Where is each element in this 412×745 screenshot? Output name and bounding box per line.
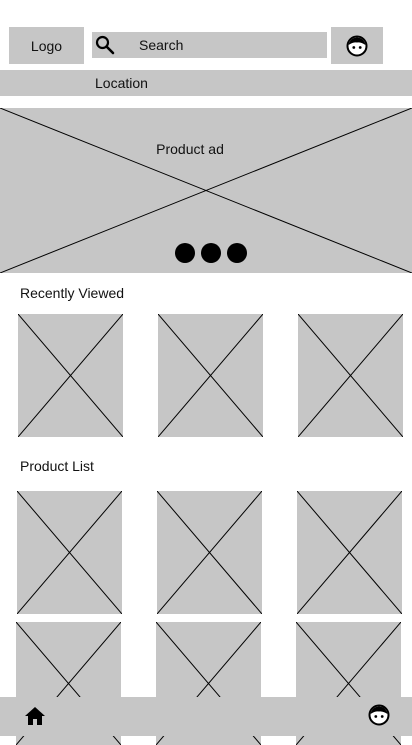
logo-label: Logo — [30, 37, 63, 54]
image-placeholder — [18, 314, 123, 437]
image-placeholder — [298, 314, 403, 437]
product-list-title: Product List — [20, 458, 94, 474]
search-bar[interactable]: Search — [92, 32, 327, 58]
face-icon[interactable] — [368, 704, 390, 726]
recently-viewed-item[interactable] — [298, 314, 403, 437]
carousel-dot[interactable] — [201, 243, 221, 263]
location-bar[interactable]: Location — [0, 70, 412, 96]
carousel-indicator — [175, 243, 247, 263]
image-placeholder — [17, 491, 122, 614]
face-icon — [346, 35, 368, 56]
image-placeholder — [158, 314, 263, 437]
carousel-dot[interactable] — [227, 243, 247, 263]
bottom-navigation — [0, 697, 412, 736]
search-icon — [95, 35, 115, 55]
image-placeholder — [0, 108, 412, 273]
product-item[interactable] — [297, 491, 402, 614]
image-placeholder — [157, 491, 262, 614]
image-placeholder — [297, 491, 402, 614]
banner-label: Product ad — [156, 141, 224, 157]
product-item[interactable] — [17, 491, 122, 614]
profile-button[interactable] — [331, 27, 383, 64]
carousel-dot[interactable] — [175, 243, 195, 263]
location-label: Location — [95, 75, 148, 91]
search-placeholder: Search — [139, 37, 184, 53]
home-icon[interactable] — [24, 705, 46, 727]
recently-viewed-item[interactable] — [18, 314, 123, 437]
recently-viewed-item[interactable] — [158, 314, 263, 437]
product-item[interactable] — [157, 491, 262, 614]
recently-viewed-title: Recently Viewed — [20, 285, 125, 301]
product-ad-banner[interactable]: Product ad — [0, 108, 412, 273]
logo[interactable]: Logo — [9, 27, 84, 64]
